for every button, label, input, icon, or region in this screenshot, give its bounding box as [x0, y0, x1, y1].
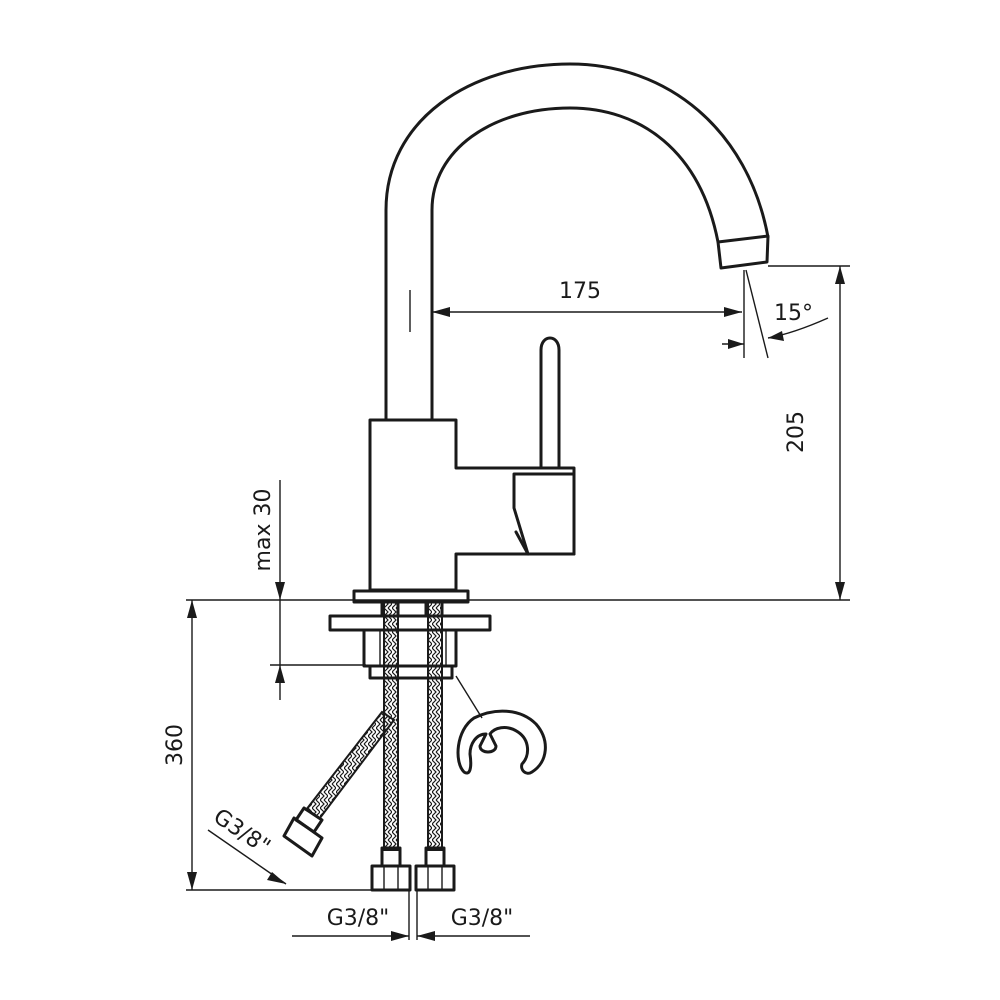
side-thread-label: G3/8" [209, 804, 275, 860]
spout-angle-label: 15° [774, 301, 813, 326]
cartridge-cap [512, 472, 576, 556]
max-worktop-label: max 30 [251, 489, 276, 572]
clamp-ring [362, 628, 458, 668]
hose-right-nut [414, 864, 456, 892]
cartridge-cap-edge [514, 530, 530, 556]
dimension-spout-height: 205 [768, 265, 850, 600]
spout-height-label: 205 [784, 411, 809, 453]
supply-hoses [282, 601, 456, 892]
spout-inner-contour [430, 106, 720, 422]
handle-lever [539, 336, 561, 470]
dimension-side-thread: G3/8" [207, 804, 287, 885]
hose-side [304, 710, 396, 820]
washer-leader-line [455, 675, 483, 719]
dimension-spout-reach: 175 [409, 270, 745, 358]
hose-right [427, 601, 443, 851]
aerator-nozzle [716, 234, 770, 270]
hose-length-label: 360 [163, 724, 188, 766]
dimension-hose-length: 360 [163, 600, 372, 891]
right-thread-label: G3/8" [451, 906, 514, 931]
hose-left-nut-flats [383, 866, 399, 890]
hose-left-nut [370, 864, 412, 892]
dimension-max-worktop: max 30 [251, 480, 366, 700]
mounting-plate [328, 614, 492, 632]
faucet-body [352, 62, 770, 604]
spout-reach-label: 175 [559, 279, 601, 304]
dimension-spout-angle: 15° [722, 269, 829, 359]
dimension-bottom-threads: G3/8" G3/8" [292, 890, 530, 941]
base-ring [352, 589, 470, 604]
horseshoe-washer [456, 709, 547, 775]
hose-right-nut-flats [427, 866, 443, 890]
hose-side-nut [282, 816, 324, 858]
left-thread-label: G3/8" [327, 906, 390, 931]
nut-lower [368, 664, 454, 680]
spout-outer-contour [384, 62, 770, 422]
valve-housing [368, 418, 576, 592]
